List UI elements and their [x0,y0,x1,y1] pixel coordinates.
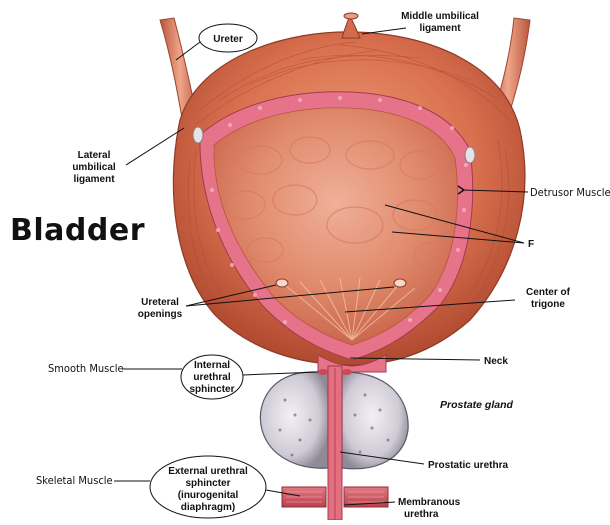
label-external-sphincter-3: (inurogenital [178,490,239,501]
prostate-right [342,372,408,469]
label-internal-sphincter-2: urethral [193,372,230,383]
label-membranous-2: urethra [404,509,439,520]
label-ureteral-openings-1: Ureteral [141,297,179,308]
prostate-left [260,372,328,468]
label-external-sphincter-2: sphincter [185,478,230,489]
label-smooth-muscle: Smooth Muscle [48,362,124,375]
label-external-sphincter-1: External urethral [168,466,248,477]
label-lateral-umbilical-3: ligament [73,174,115,185]
label-internal-sphincter-1: Internal [194,360,230,371]
label-center-trigone-1: Center of [526,287,571,298]
label-external-sphincter-4: diaphragm) [181,502,235,513]
label-f: F [528,239,534,250]
right-ureteral-opening [394,279,406,287]
label-lateral-umbilical-1: Lateral [78,150,111,161]
label-skeletal-muscle: Skeletal Muscle [36,474,113,487]
label-membranous-1: Membranous [398,497,461,508]
left-ureteral-opening [276,279,288,287]
label-ureter: Ureter [213,34,243,45]
label-middle-umbilical-2: ligament [419,23,461,34]
label-center-trigone-2: trigone [531,299,565,310]
label-ureteral-openings-2: openings [138,309,183,320]
label-middle-umbilical-1: Middle umbilical [401,11,479,22]
label-internal-sphincter-3: sphincter [189,384,234,395]
label-neck: Neck [484,356,508,367]
diagram-title: Bladder [10,213,145,248]
label-lateral-umbilical-2: umbilical [72,162,116,173]
label-prostate-gland: Prostate gland [440,399,514,411]
label-prostatic-urethra: Prostatic urethra [428,460,508,471]
label-detrusor: Detrusor Muscle [530,186,610,199]
